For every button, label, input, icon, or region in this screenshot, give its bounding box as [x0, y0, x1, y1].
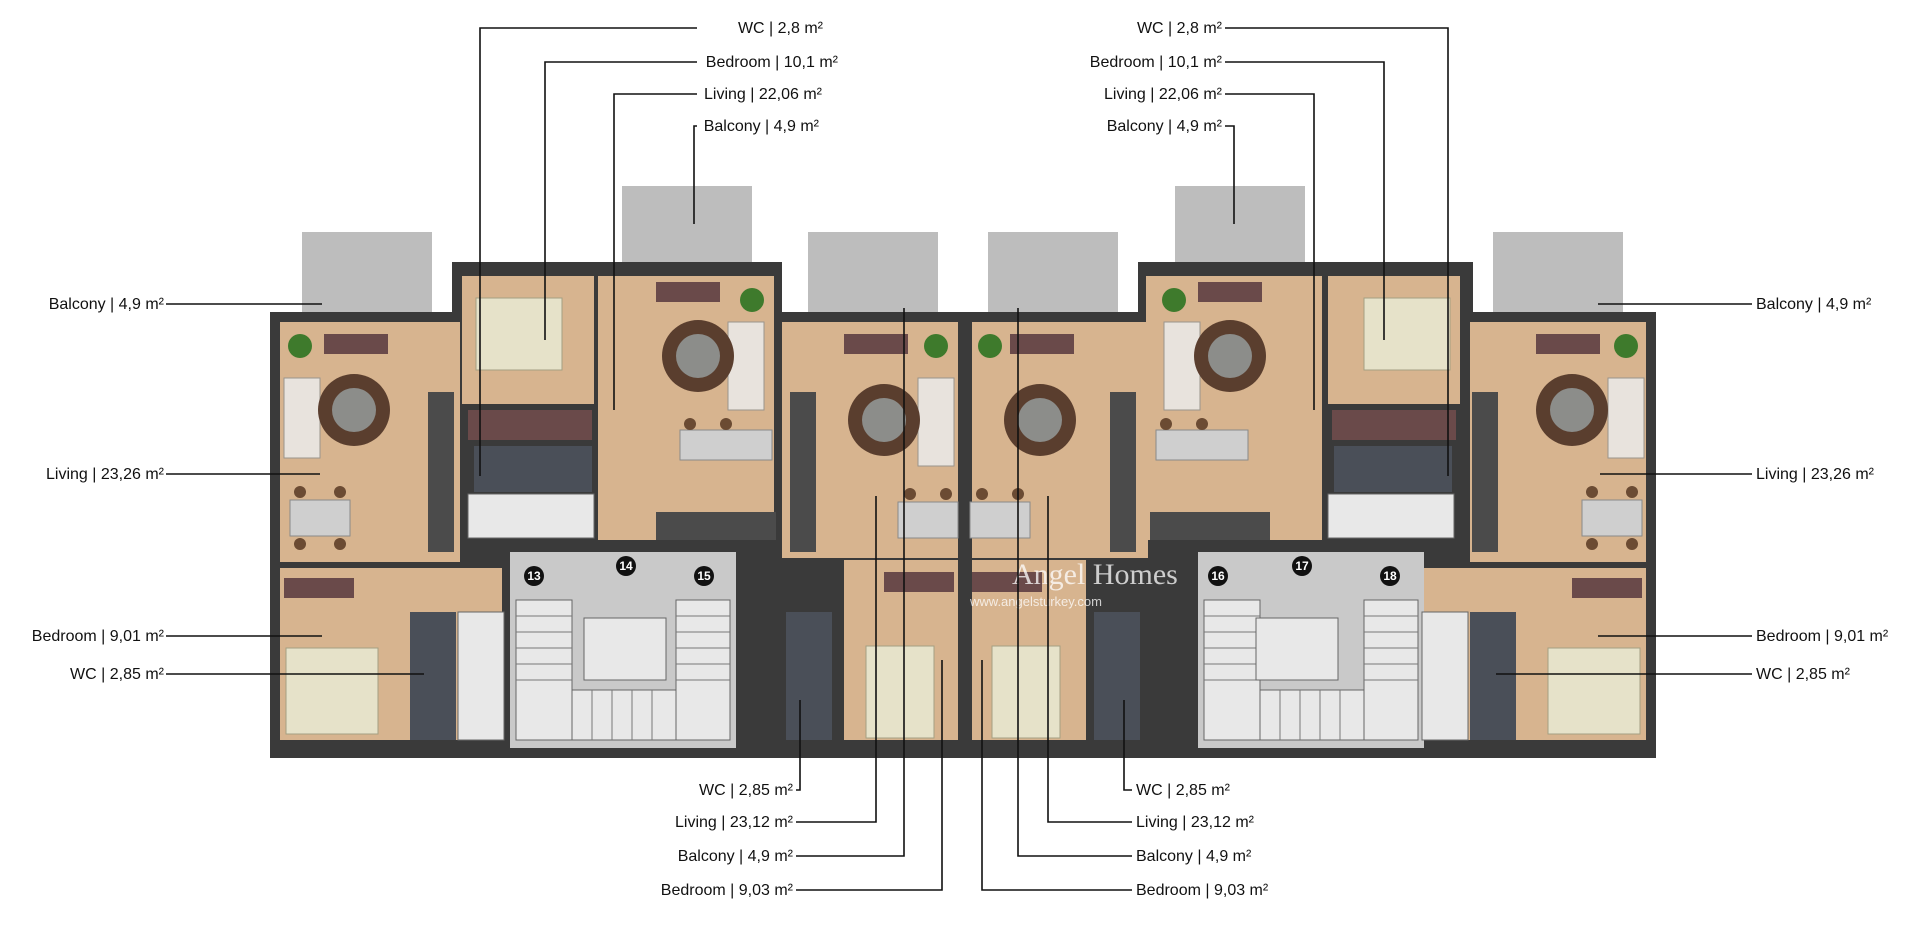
- watermark-brand: Angel Homes: [1012, 558, 1178, 591]
- table-unit-4: [969, 501, 1031, 539]
- label-living-left: Living | 23,26 m²: [46, 466, 165, 483]
- wc-unit-5: [1334, 446, 1452, 492]
- sofa-unit-1: [283, 377, 321, 459]
- label-bedroom-bottom-left: Bedroom | 9,03 m²: [661, 882, 794, 899]
- kitchen-unit-4: [1110, 392, 1136, 552]
- label-living-top-right: Living | 22,06 m²: [1104, 86, 1223, 103]
- bed-unit-2: [475, 297, 563, 371]
- unit-number: 17: [1295, 559, 1309, 573]
- plant-6: [1614, 334, 1638, 358]
- label-balcony-top-left: Balcony | 4,9 m²: [704, 118, 820, 135]
- area-labels: WC | 2,8 m² Bedroom | 10,1 m² Living | 2…: [32, 20, 1889, 899]
- unit-number: 14: [619, 559, 633, 573]
- tv-unit-3: [844, 334, 908, 354]
- label-wc-top-right: WC | 2,8 m²: [1137, 20, 1223, 37]
- kitchen-unit-2: [656, 512, 776, 540]
- bed-unit-6: [1547, 647, 1641, 735]
- label-wc-right: WC | 2,85 m²: [1756, 666, 1851, 683]
- kitchen-unit-5: [1150, 512, 1270, 540]
- tv-unit-6: [1536, 334, 1600, 354]
- label-bedroom-bottom-right: Bedroom | 9,03 m²: [1136, 882, 1269, 899]
- sofa-unit-2: [727, 321, 765, 411]
- wardrobe-unit-2: [468, 410, 592, 440]
- label-living-right: Living | 23,26 m²: [1756, 466, 1875, 483]
- unit-number: 16: [1211, 569, 1225, 583]
- label-bedroom-right: Bedroom | 9,01 m²: [1756, 628, 1889, 645]
- wc-unit-1: [410, 612, 456, 740]
- balcony-6: [1493, 232, 1623, 312]
- label-balcony-left: Balcony | 4,9 m²: [49, 296, 165, 313]
- kitchen-unit-6: [1472, 392, 1498, 552]
- balcony-3: [808, 232, 938, 312]
- unit-number: 13: [527, 569, 541, 583]
- plant-5: [1162, 288, 1186, 312]
- balcony-1: [302, 232, 432, 312]
- label-wc-bottom-right: WC | 2,85 m²: [1136, 782, 1231, 799]
- plant-3: [924, 334, 948, 358]
- bed-unit-3: [865, 645, 935, 739]
- plant-4: [978, 334, 1002, 358]
- table-unit-5: [1155, 429, 1249, 461]
- bed-unit-1: [285, 647, 379, 735]
- label-bedroom-top-right: Bedroom | 10,1 m²: [1090, 54, 1223, 71]
- balcony-5: [1175, 186, 1305, 266]
- wardrobe-unit-3: [884, 572, 954, 592]
- watermark-url: www.angelsturkey.com: [969, 594, 1102, 609]
- bed-unit-5: [1363, 297, 1451, 371]
- table-unit-3: [897, 501, 959, 539]
- label-living-top-left: Living | 22,06 m²: [704, 86, 823, 103]
- tv-unit-5: [1198, 282, 1262, 302]
- stairs-right: [1203, 599, 1419, 741]
- label-bedroom-left: Bedroom | 9,01 m²: [32, 628, 165, 645]
- wardrobe-unit-4: [972, 572, 1042, 592]
- wc-unit-6: [1470, 612, 1516, 740]
- stairs-unit-2: [467, 493, 595, 539]
- wc-unit-4: [1094, 612, 1140, 740]
- table-unit-2: [679, 429, 773, 461]
- sofa-unit-5: [1607, 377, 1645, 459]
- table-unit-1: [289, 499, 351, 537]
- wc-unit-3: [786, 612, 832, 740]
- stairs-left: [515, 599, 731, 741]
- sofa-unit-3: [917, 377, 955, 467]
- label-bedroom-top-left: Bedroom | 10,1 m²: [706, 54, 839, 71]
- tv-unit-2: [656, 282, 720, 302]
- label-balcony-right: Balcony | 4,9 m²: [1756, 296, 1872, 313]
- unit-markers: 13 14 15 16 17 18: [524, 556, 1400, 586]
- unit-number: 18: [1383, 569, 1397, 583]
- label-balcony-bottom-left: Balcony | 4,9 m²: [678, 848, 794, 865]
- kitchen-unit-3: [790, 392, 816, 552]
- label-living-bottom-left: Living | 23,12 m²: [675, 814, 794, 831]
- wardrobe-unit-5: [1332, 410, 1456, 440]
- wardrobe-unit-1: [284, 578, 354, 598]
- leader-lines: [166, 27, 1752, 891]
- balcony-2: [622, 186, 752, 266]
- stairs-unit-1: [457, 611, 505, 741]
- label-wc-left: WC | 2,85 m²: [70, 666, 165, 683]
- stairs-unit-5: [1327, 493, 1455, 539]
- wardrobe-unit-6: [1572, 578, 1642, 598]
- table-unit-6: [1581, 499, 1643, 537]
- stairs-unit-6: [1421, 611, 1469, 741]
- label-wc-bottom-left: WC | 2,85 m²: [699, 782, 794, 799]
- sofa-unit-4: [1163, 321, 1201, 411]
- wc-unit-2: [474, 446, 592, 492]
- label-living-bottom-right: Living | 23,12 m²: [1136, 814, 1255, 831]
- building: 13 14 15 16 17 18 Angel Homes www.angels…: [270, 186, 1656, 758]
- tv-unit-1: [324, 334, 388, 354]
- kitchen-unit-1: [428, 392, 454, 552]
- balcony-4: [988, 232, 1118, 312]
- plant-1: [288, 334, 312, 358]
- label-balcony-top-right: Balcony | 4,9 m²: [1107, 118, 1223, 135]
- bed-unit-4: [991, 645, 1061, 739]
- label-wc-top-left: WC | 2,8 m²: [738, 20, 824, 37]
- tv-unit-4: [1010, 334, 1074, 354]
- plant-2: [740, 288, 764, 312]
- label-balcony-bottom-right: Balcony | 4,9 m²: [1136, 848, 1252, 865]
- unit-number: 15: [697, 569, 711, 583]
